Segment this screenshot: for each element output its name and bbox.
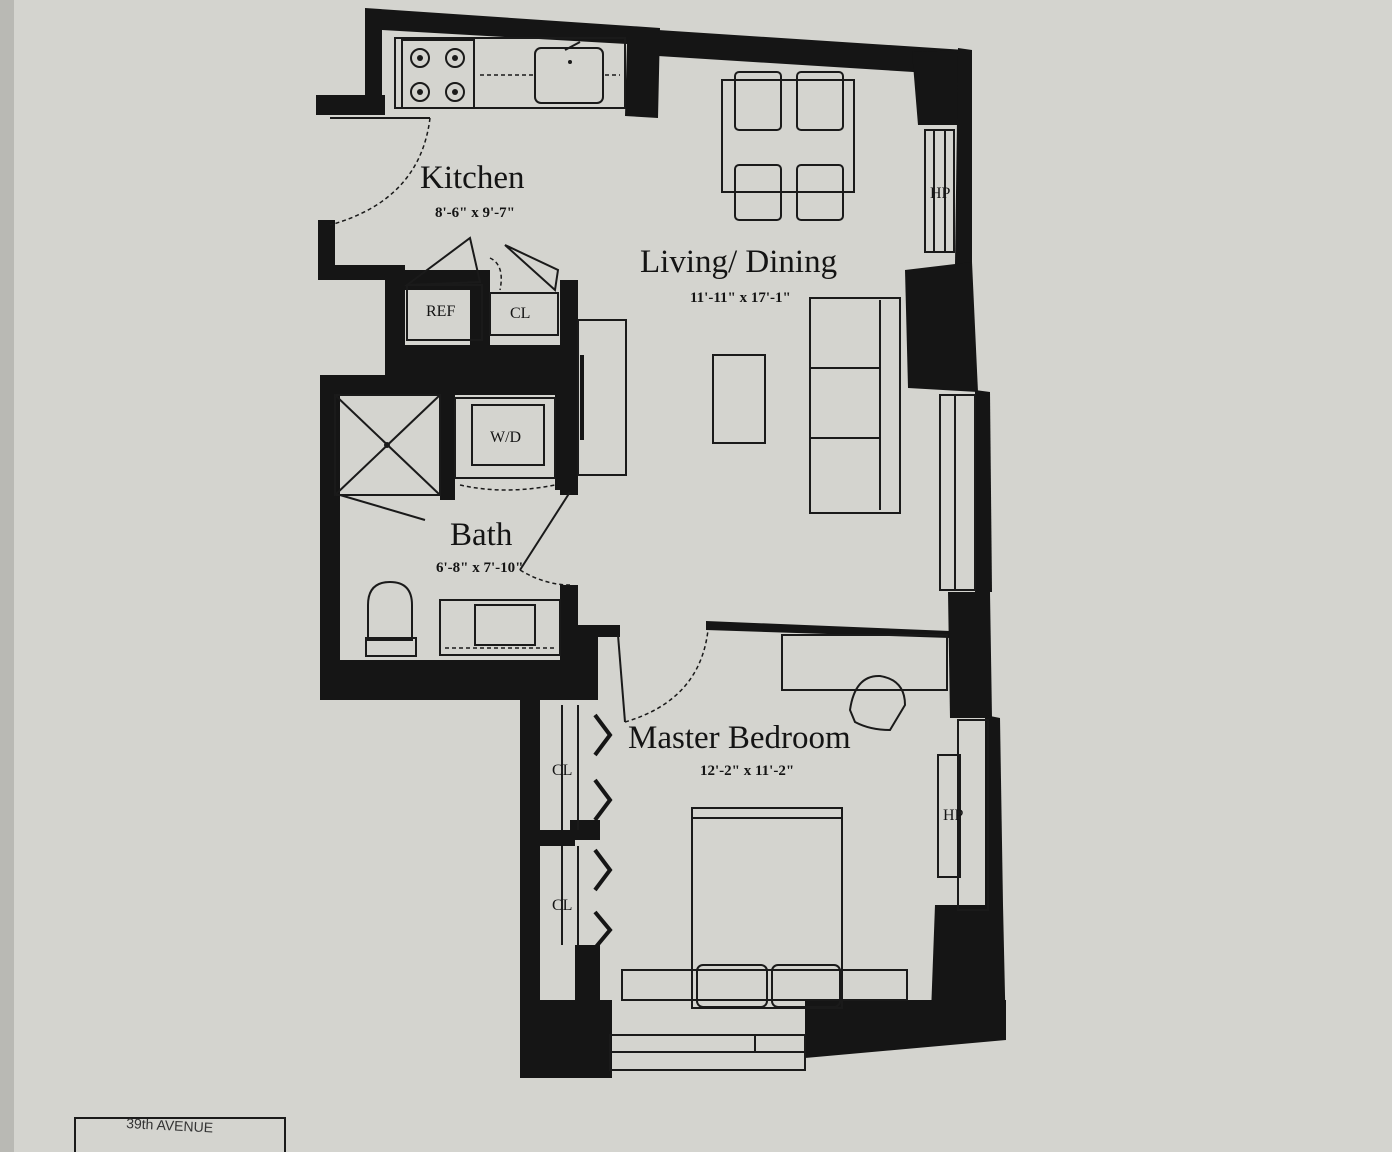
shower xyxy=(334,394,441,521)
closet-label-lower: CL xyxy=(552,897,572,914)
stove-icon xyxy=(401,39,475,109)
binding-edge xyxy=(0,0,14,1152)
street-box xyxy=(74,1117,286,1152)
toilet-icon xyxy=(365,580,417,657)
refrigerator xyxy=(403,236,483,341)
ref-label: REF xyxy=(426,303,455,320)
master-bedroom-label: Master Bedroom xyxy=(628,720,851,756)
closet-lower xyxy=(561,846,613,950)
kitchen-sink-icon xyxy=(534,41,604,104)
bath-door xyxy=(519,491,571,586)
heat-pump-lower xyxy=(937,719,989,911)
interior-walls xyxy=(400,270,950,1000)
kitchen-closet-label: CL xyxy=(510,305,530,322)
bath-vanity xyxy=(439,599,561,656)
exterior-walls xyxy=(316,8,1006,1078)
street-label: 39th AVENUE xyxy=(126,1115,214,1136)
coffee-table xyxy=(712,354,766,444)
living-dining-dimensions: 11'-11" x 17'-1" xyxy=(690,290,791,306)
kitchen-counter xyxy=(394,37,626,109)
sofa xyxy=(809,297,901,514)
hp-label-upper: HP xyxy=(930,185,951,202)
hp-label-lower: HP xyxy=(943,807,964,824)
bedroom-door xyxy=(617,629,709,723)
living-dining-label: Living/ Dining xyxy=(640,244,837,280)
media-console xyxy=(577,319,627,476)
heat-pump-upper xyxy=(924,129,955,253)
kitchen-label: Kitchen xyxy=(420,160,524,196)
bath-dimensions: 6'-8" x 7'-10" xyxy=(436,560,523,576)
kitchen-dimensions: 8'-6" x 9'-7" xyxy=(435,205,515,221)
bath-label: Bath xyxy=(450,517,513,553)
wd-label: W/D xyxy=(490,429,521,446)
master-bedroom-dimensions: 12'-2" x 11'-2" xyxy=(700,763,794,779)
closet-label-upper: CL xyxy=(552,762,572,779)
kitchen-entry-door xyxy=(329,117,431,226)
desk xyxy=(781,634,948,732)
closet-upper xyxy=(561,705,613,830)
living-windows xyxy=(939,394,976,591)
washer-dryer xyxy=(454,397,556,491)
bedroom-window xyxy=(609,1034,806,1071)
dining-table xyxy=(721,71,855,221)
bed xyxy=(621,807,908,1009)
pantry-closet xyxy=(489,244,560,336)
